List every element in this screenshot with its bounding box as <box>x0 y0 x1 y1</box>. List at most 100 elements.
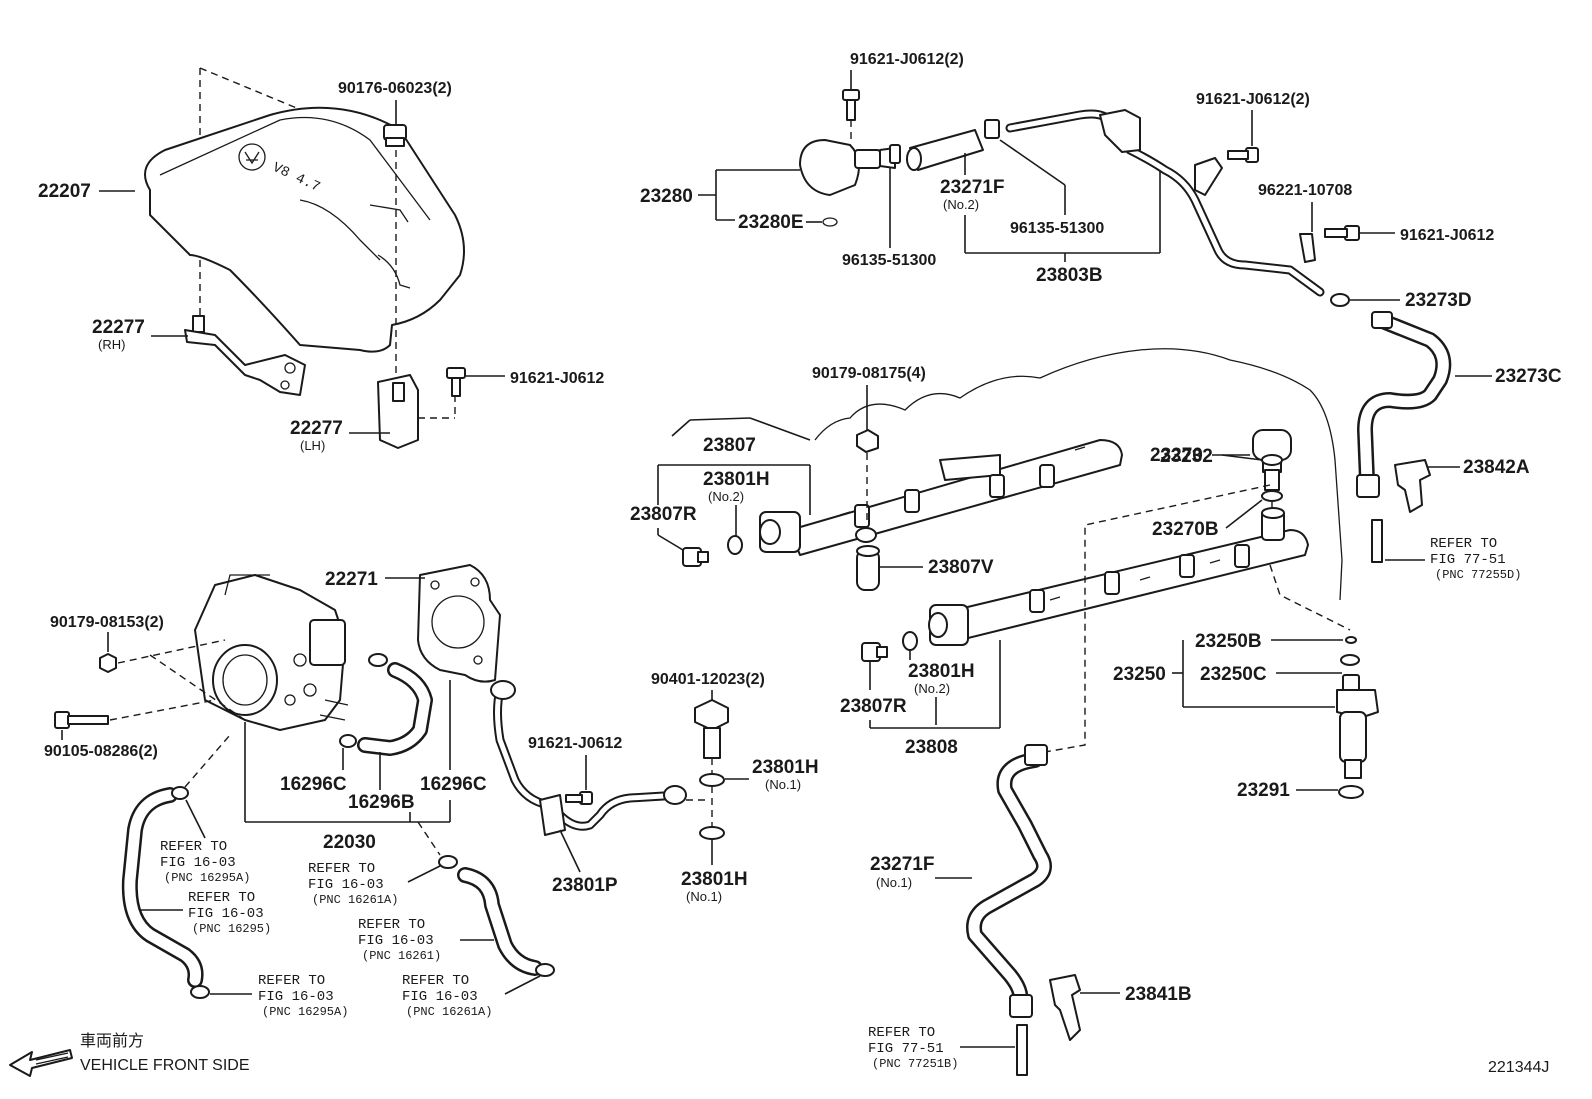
engine-outline <box>814 348 1343 601</box>
label-91621-cover: 91621-J0612 <box>510 370 604 387</box>
label-22030: 22030 <box>323 832 376 853</box>
vehicle-front-label-en: VEHICLE FRONT SIDE <box>80 1057 250 1074</box>
label-91621-top-a: 91621-J0612(2) <box>850 51 964 68</box>
hose-23273c-drawing <box>1356 311 1452 498</box>
ref1-line1: REFER TO <box>160 839 227 855</box>
ref3-line3: (PNC 16295A) <box>262 1005 348 1019</box>
label-16296c-a: 16296C <box>280 774 347 795</box>
label-23807: 23807 <box>703 435 756 456</box>
fuel-tube-23803b-drawing <box>1005 109 1325 297</box>
label-90179-rail: 90179-08175(4) <box>812 365 926 382</box>
ref5-line3: (PNC 16261) <box>362 949 441 963</box>
ref1-line2: FIG 16-03 <box>160 855 236 871</box>
o-ring-b-icon <box>1261 490 1283 502</box>
hose-clip-23273d-icon <box>1330 293 1350 307</box>
ref3-line2: FIG 16-03 <box>258 989 334 1005</box>
label-23807v: 23807V <box>928 557 994 578</box>
injector-ring-b-icon <box>1345 636 1357 644</box>
lower-left-hose-drawing <box>121 734 231 999</box>
plug-b-icon <box>861 642 888 662</box>
label-96221: 96221-10708 <box>1258 182 1352 199</box>
ref2-line1: REFER TO <box>188 890 255 906</box>
label-23803b: 23803B <box>1036 265 1103 286</box>
label-22207: 22207 <box>38 181 91 202</box>
label-90105: 90105-08286(2) <box>44 743 158 760</box>
label-23801h-c-note: (No.1) <box>765 777 801 792</box>
label-23842a: 23842A <box>1463 457 1530 478</box>
label-96135-right: 96135-51300 <box>1010 220 1104 237</box>
ref-b-2: FIG 77-51 <box>868 1041 944 1057</box>
label-91621-top-b: 91621-J0612(2) <box>1196 91 1310 108</box>
label-23271f-no1: 23271F <box>870 854 934 875</box>
ref1-line3: (PNC 16295A) <box>164 871 250 885</box>
fuel-pipe-23801p-drawing <box>490 680 710 836</box>
label-23801h-a: 23801H <box>703 469 770 490</box>
fuel-line-end-icon <box>1371 519 1383 563</box>
ref6-line3: (PNC 16261A) <box>406 1005 492 1019</box>
ref-b-1: REFER TO <box>868 1025 935 1041</box>
label-22277-lh-note: (LH) <box>300 438 325 453</box>
water-hose-16296-drawing <box>339 653 433 756</box>
hose-23271f-no1-drawing <box>966 744 1052 1076</box>
ref-b-3: (PNC 77251B) <box>872 1057 958 1071</box>
ref-a-1: REFER TO <box>1430 536 1497 552</box>
fuel-rail-23807-drawing <box>759 439 1123 556</box>
engine-cover-drawing: V8 4.7 <box>144 67 465 353</box>
label-23271f-no1-note: (No.1) <box>876 875 912 890</box>
label-23801h-b: 23801H <box>908 661 975 682</box>
label-90179-throttle: 90179-08153(2) <box>50 614 164 631</box>
label-23801h-d: 23801H <box>681 869 748 890</box>
throttle-bolt-icon <box>54 699 216 729</box>
ref2-line2: FIG 16-03 <box>188 906 264 922</box>
insulator-23807v-icon <box>856 545 880 591</box>
label-90176: 90176-06023(2) <box>338 80 452 97</box>
label-23270b: 23270B <box>1152 519 1219 540</box>
label-23270: 23270 <box>1150 445 1203 466</box>
ref5-line1: REFER TO <box>358 917 425 933</box>
throttle-nut-icon <box>99 653 117 673</box>
label-23801h-c: 23801H <box>752 757 819 778</box>
label-22277-lh: 22277 <box>290 418 343 439</box>
label-23250c: 23250C <box>1200 664 1267 685</box>
pulsation-damper-drawing <box>799 89 896 227</box>
label-91621-right: 91621-J0612 <box>1400 227 1494 244</box>
label-23271f-no2-note: (No.2) <box>943 197 979 212</box>
gasket-b-icon <box>902 631 918 651</box>
label-23250: 23250 <box>1113 664 1166 685</box>
clamp-bolt-icon <box>1324 225 1360 241</box>
label-90401: 90401-12023(2) <box>651 671 765 688</box>
o-ring-icon <box>1261 454 1283 466</box>
tube-bolt-icon <box>1227 147 1259 163</box>
label-23280: 23280 <box>640 186 693 207</box>
label-96135-left: 96135-51300 <box>842 252 936 269</box>
label-23280e: 23280E <box>738 212 804 233</box>
label-22277-rh-note: (RH) <box>98 337 125 352</box>
bracket-lh-drawing <box>377 374 456 449</box>
label-23291: 23291 <box>1237 780 1290 801</box>
label-23808: 23808 <box>905 737 958 758</box>
vehicle-front-label-jp: 車両前方 <box>80 1032 144 1050</box>
label-23250b: 23250B <box>1195 631 1262 652</box>
label-23801p: 23801P <box>552 875 618 896</box>
ref2-line3: (PNC 16295) <box>192 922 271 936</box>
cover-nut-icon <box>383 124 407 380</box>
diagram-id: 221344J <box>1488 1059 1549 1076</box>
clip-23841b-icon <box>1049 974 1081 1041</box>
ref4-line1: REFER TO <box>308 861 375 877</box>
label-23232: 23232 <box>1160 446 1213 467</box>
throttle-body-drawing <box>194 574 349 731</box>
label-23841b: 23841B <box>1125 984 1192 1005</box>
label-23801h-a-note: (No.2) <box>708 489 744 504</box>
label-23273d: 23273D <box>1405 290 1472 311</box>
bypass-hose-drawing <box>417 821 555 977</box>
front-arrow-icon <box>9 1049 73 1077</box>
pipe-bolt-icon <box>565 791 593 805</box>
plug-icon <box>682 547 709 567</box>
clamp-96221-icon <box>1299 233 1316 263</box>
label-22277-rh: 22277 <box>92 317 145 338</box>
fuel-rail-23808-drawing <box>928 507 1309 646</box>
label-22271: 22271 <box>325 569 378 590</box>
label-23801h-b-note: (No.2) <box>914 681 950 696</box>
ref-a-2: FIG 77-51 <box>1430 552 1506 568</box>
